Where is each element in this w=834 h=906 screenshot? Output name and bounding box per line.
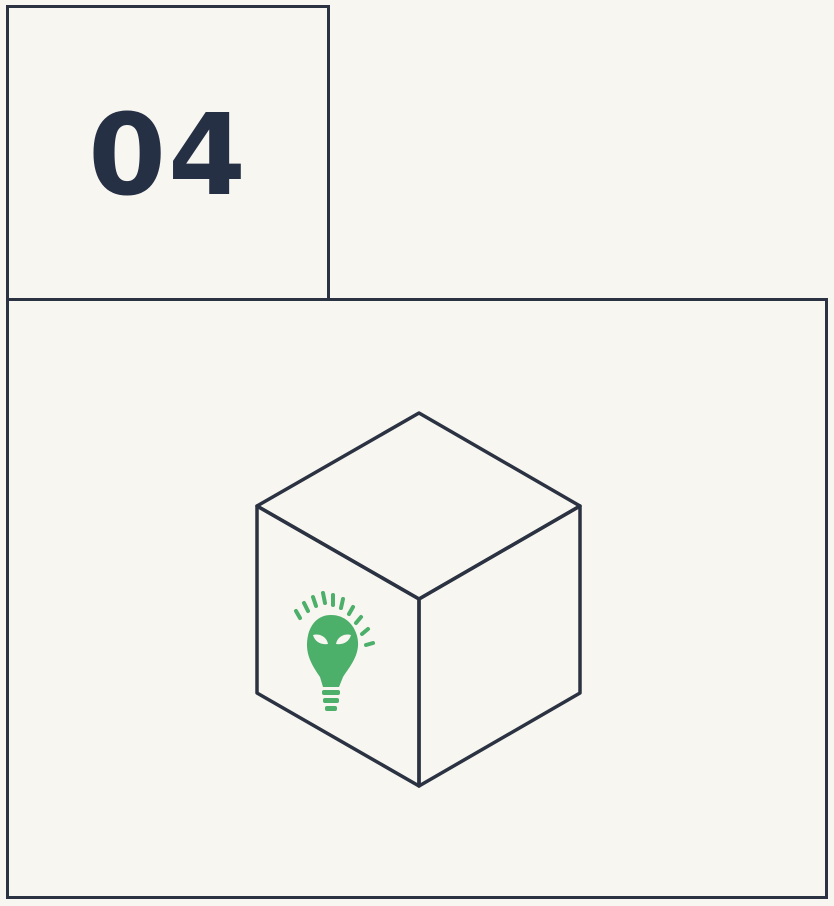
step-number: 04 [88,90,248,221]
alien-lightbulb-icon [294,591,375,711]
cube-illustration [255,411,582,788]
cube-right-face [417,504,582,788]
illustration-box [6,298,828,899]
cube-top-face [255,411,582,601]
step-number-box: 04 [6,5,330,299]
